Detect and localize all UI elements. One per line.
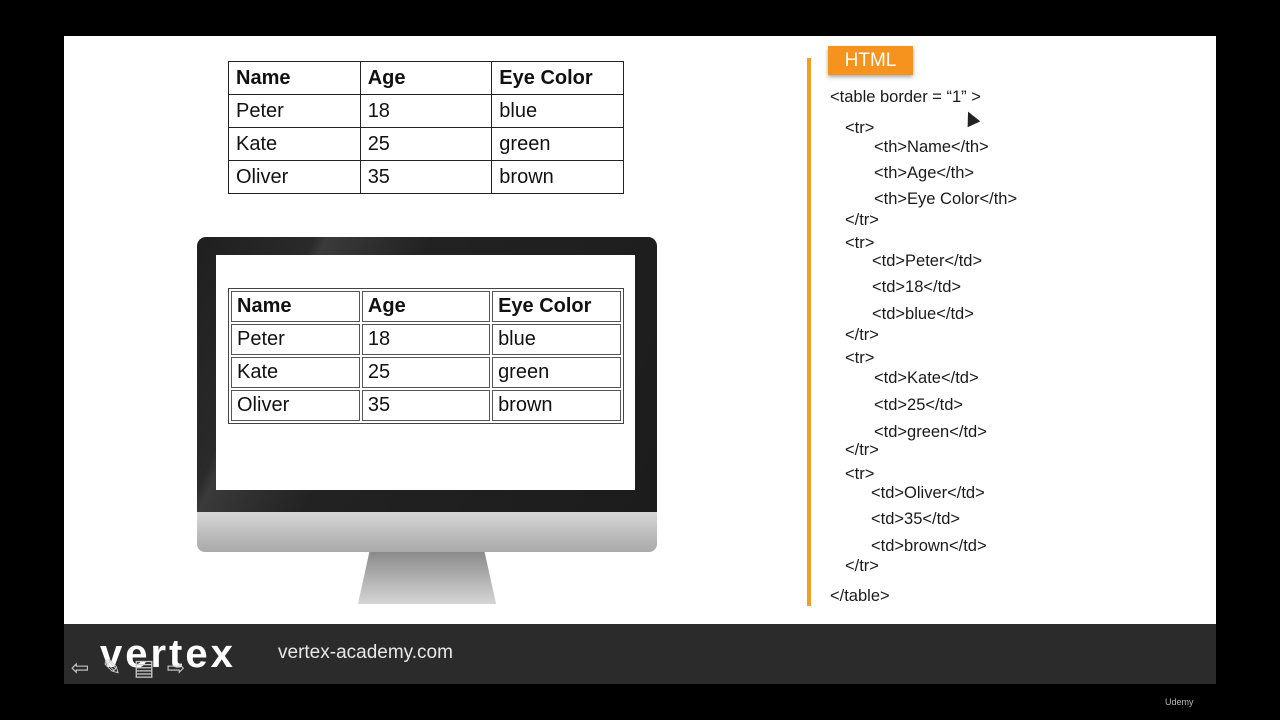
table-row: Oliver 35 brown (231, 390, 621, 421)
vertex-logo: vertex (100, 632, 236, 676)
code-line: <td>Peter</td> (872, 252, 983, 270)
table-cell: Oliver (231, 390, 360, 421)
header-cell: Eye Color (492, 291, 621, 322)
code-line: <table border = “1” > (830, 88, 981, 106)
html-badge: HTML (828, 46, 913, 75)
code-line: </tr> (845, 557, 879, 575)
footer-bar: vertex vertex-academy.com ⇦ ✎ ▤ ⇨ (64, 624, 1216, 684)
table-row: Kate 25 green (228, 127, 624, 161)
table-cell: 25 (361, 357, 491, 388)
code-line: <td>brown</td> (871, 537, 987, 555)
example-table: Name Age Eye Color Peter 18 blue Kate 25… (228, 61, 624, 194)
table-cell: 25 (359, 127, 493, 161)
code-line: <td>blue</td> (872, 305, 974, 323)
table-cell: Kate (228, 127, 361, 161)
slide: Name Age Eye Color Peter 18 blue Kate 25… (64, 36, 1216, 624)
code-line: <th>Eye Color</th> (874, 190, 1018, 208)
divider-line (807, 58, 811, 606)
website-link[interactable]: vertex-academy.com (278, 642, 453, 663)
code-line: <tr> (845, 349, 875, 367)
code-line: <td>Oliver</td> (871, 484, 985, 502)
table-cell: blue (491, 94, 624, 128)
table-cell: brown (492, 390, 621, 421)
code-line: <tr> (845, 119, 875, 137)
table-cell: Peter (228, 94, 361, 128)
table-cell: Oliver (228, 160, 361, 194)
table-cell: 35 (361, 390, 491, 421)
rendered-table: Name Age Eye Color Peter 18 blue Kate 25… (228, 288, 624, 424)
monitor-chin (197, 512, 657, 552)
table-cell: 18 (361, 324, 491, 355)
code-line: <td>Kate</td> (874, 369, 979, 387)
header-cell: Age (361, 291, 491, 322)
code-line: <td>25</td> (874, 396, 964, 414)
table-cell: Kate (231, 357, 360, 388)
code-line: </table> (830, 587, 890, 605)
code-line: </tr> (845, 441, 879, 459)
pen-icon[interactable]: ✎ (102, 655, 122, 680)
back-arrow-icon[interactable]: ⇦ (70, 655, 90, 680)
code-line: <th>Name</th> (874, 138, 989, 156)
header-cell: Name (228, 61, 361, 95)
code-line: <td>18</td> (872, 278, 962, 296)
table-cell: 18 (359, 94, 493, 128)
table-cell: 35 (359, 160, 493, 194)
table-row: Peter 18 blue (231, 324, 621, 355)
table-cell: green (492, 357, 621, 388)
slides-icon[interactable]: ▤ (133, 655, 155, 680)
table-row: Peter 18 blue (228, 94, 624, 128)
monitor-stand (357, 552, 497, 604)
table-header-row: Name Age Eye Color (228, 61, 624, 95)
header-cell: Name (231, 291, 360, 322)
code-line: <tr> (845, 234, 875, 252)
code-line: <td>35</td> (871, 510, 961, 528)
code-line: <th>Age</th> (874, 164, 975, 182)
table-cell: blue (492, 324, 621, 355)
code-line: </tr> (845, 326, 879, 344)
table-header-row: Name Age Eye Color (231, 291, 621, 322)
code-line: <td>green</td> (874, 423, 987, 441)
table-cell: Peter (231, 324, 360, 355)
cursor-icon (961, 108, 981, 128)
table-cell: green (491, 127, 624, 161)
header-cell: Eye Color (491, 61, 624, 95)
udemy-watermark: Udemy (1165, 697, 1194, 707)
code-line: <tr> (845, 465, 875, 483)
monitor-screen (216, 255, 635, 490)
table-cell: brown (491, 160, 624, 194)
forward-arrow-icon[interactable]: ⇨ (166, 655, 186, 680)
table-row: Kate 25 green (231, 357, 621, 388)
header-cell: Age (359, 61, 493, 95)
table-row: Oliver 35 brown (228, 160, 624, 194)
code-line: </tr> (845, 211, 879, 229)
